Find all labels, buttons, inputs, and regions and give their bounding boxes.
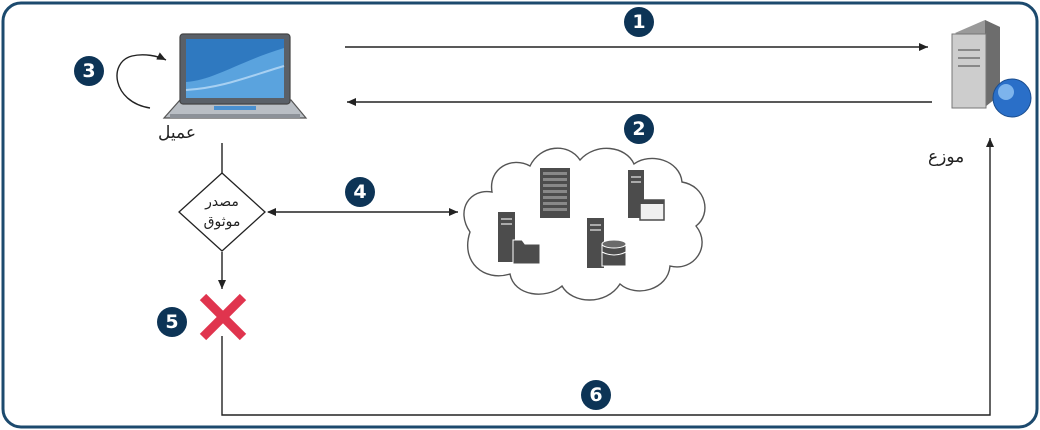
server-folder-icon xyxy=(498,212,541,265)
trusted-source-line1: مصدر xyxy=(205,194,239,210)
arrow-fallback xyxy=(221,138,994,416)
step-badge-4: 4 xyxy=(345,177,375,207)
server-rack-icon xyxy=(540,168,570,218)
arrow-self-check xyxy=(116,52,167,109)
server-window-icon xyxy=(628,170,665,221)
step-badge-6: 6 xyxy=(581,380,611,410)
step-badge-1: 1 xyxy=(624,7,654,37)
step-badge-2: 2 xyxy=(624,114,654,144)
server-globe-icon xyxy=(951,20,1032,118)
trusted-source-line2: موثوق xyxy=(203,214,241,230)
step-badge-3: 3 xyxy=(74,56,104,86)
trusted-source-label: مصدر موثوق xyxy=(177,192,267,232)
laptop-icon xyxy=(162,33,308,119)
server-database-icon xyxy=(587,218,627,268)
server-label: موزع xyxy=(928,147,965,167)
reject-x-icon xyxy=(199,293,247,341)
step-badge-5: 5 xyxy=(157,307,187,337)
trusted-source-diamond xyxy=(178,172,266,252)
client-label: عميل xyxy=(158,123,196,143)
